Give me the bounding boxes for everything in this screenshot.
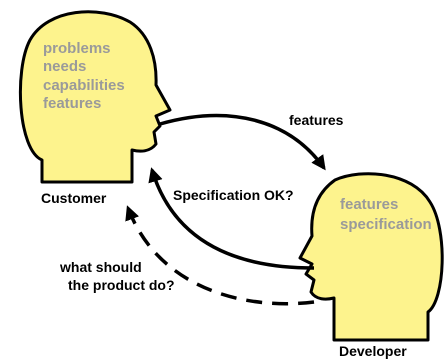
customer-thought-2: needs <box>43 58 86 75</box>
dashed-question-arrow <box>125 205 315 306</box>
developer-thought-2: specification <box>340 216 432 233</box>
customer-head <box>18 10 172 184</box>
dashed-arrow-label-line1: what should <box>59 259 142 275</box>
customer-thought-4: features <box>43 95 101 112</box>
developer-head <box>298 172 444 342</box>
features-arrow <box>159 113 326 171</box>
dashed-arrow-label-line2: the product do? <box>68 277 175 293</box>
specification-arrow-label: Specification OK? <box>173 187 294 203</box>
customer-thought-3: capabilities <box>43 77 125 94</box>
specification-arrow <box>148 167 315 270</box>
customer-name: Customer <box>41 190 107 206</box>
customer-thought-1: problems <box>43 40 111 57</box>
features-arrow-label: features <box>289 112 344 128</box>
developer-thought-1: features <box>340 196 398 213</box>
developer-name: Developer <box>339 343 407 359</box>
